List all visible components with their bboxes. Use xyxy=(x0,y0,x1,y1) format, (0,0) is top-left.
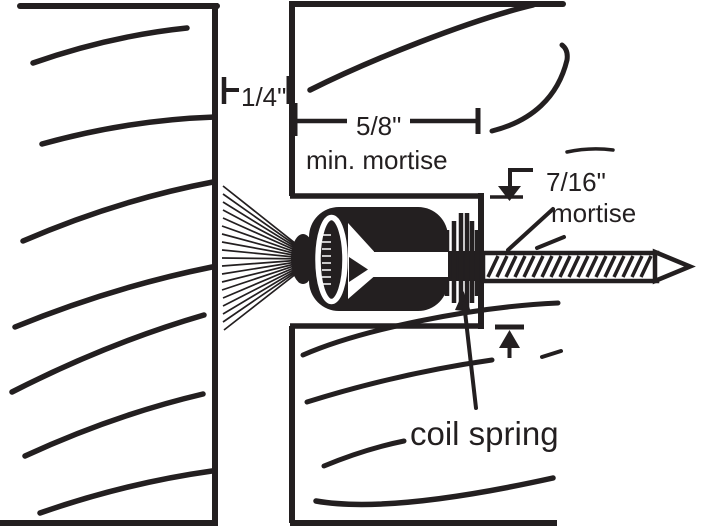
elbow-leader xyxy=(508,168,533,187)
screw-shank-in-body xyxy=(372,252,448,277)
screw-tip xyxy=(652,248,696,285)
left-board-wood-grain xyxy=(9,25,218,516)
mortise-height-dimension: 7/16" mortise xyxy=(490,167,636,358)
down-arrowhead xyxy=(498,186,521,201)
screw-head-slot xyxy=(349,257,368,282)
mortise-depth-caption: min. mortise xyxy=(306,145,448,175)
screw-threads xyxy=(486,255,653,278)
coil-spring-label: coil spring xyxy=(410,415,559,452)
coil-spring-callout: coil spring xyxy=(410,291,559,452)
gap-dimension-label: 1/4" xyxy=(241,82,286,112)
catch-rim-hatching xyxy=(322,234,331,285)
catch-housing-rim xyxy=(315,214,348,305)
right-board-wood-grain xyxy=(300,2,615,508)
gap-dimension: 1/4" xyxy=(221,76,294,112)
mortise-depth-label: 5/8" xyxy=(356,111,401,141)
mortise-depth-dimension: 5/8" min. mortise xyxy=(290,103,481,175)
catch-ball-burst-rays xyxy=(221,185,316,331)
mortise-caption-leader-line xyxy=(506,207,555,252)
left-board xyxy=(0,3,220,526)
coil-spring-leader-line xyxy=(462,301,478,410)
mortise-height-label: 7/16" xyxy=(546,167,606,197)
screw-head-cone xyxy=(348,223,374,299)
mortise-height-caption: mortise xyxy=(551,198,636,228)
screw xyxy=(480,248,696,285)
up-arrowhead xyxy=(499,330,520,348)
bullet-catch-assembly xyxy=(221,185,696,331)
